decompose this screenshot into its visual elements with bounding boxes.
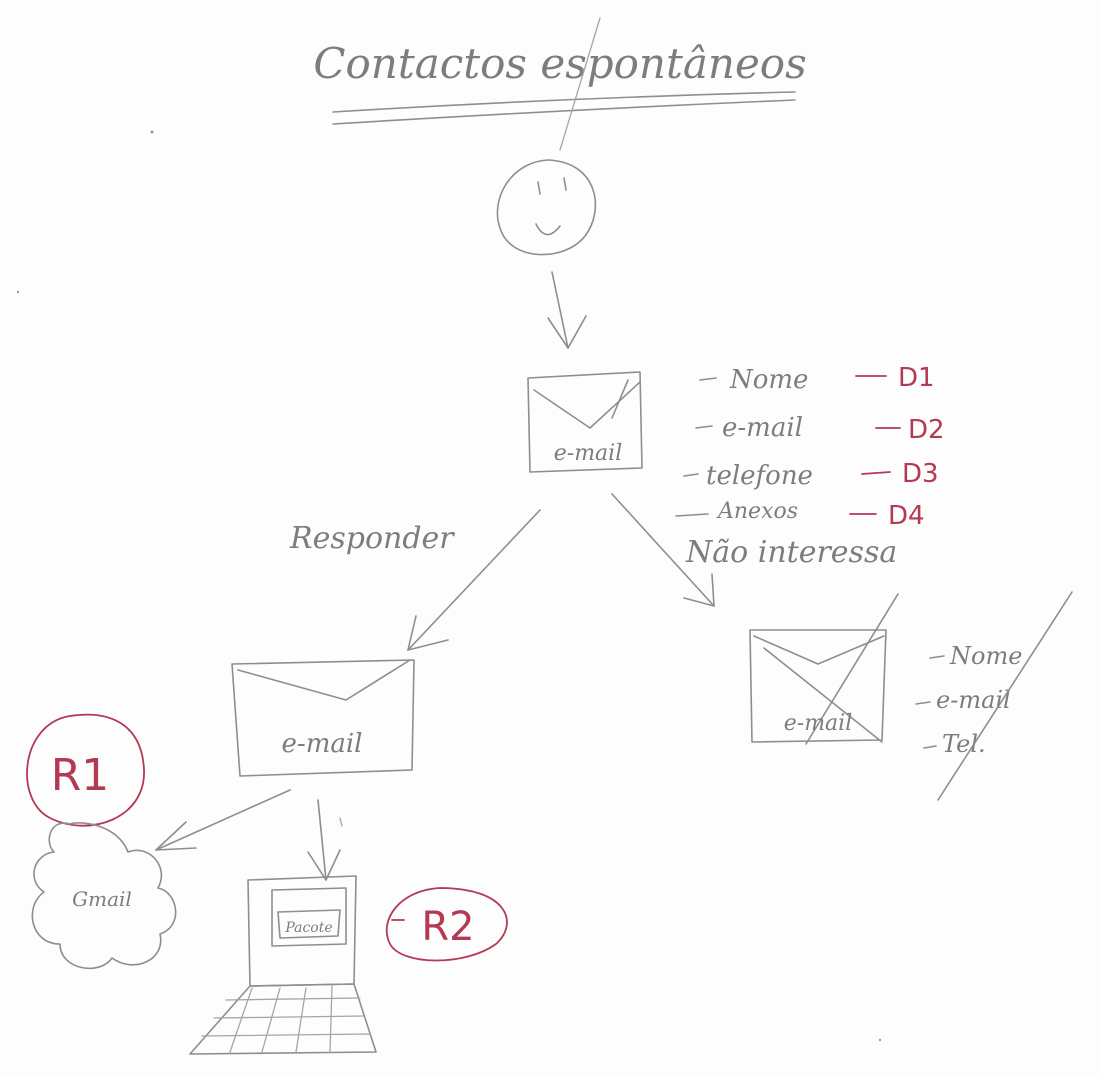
paper-speck (878, 1038, 882, 1042)
incoming-email-label: e-mail (554, 441, 623, 466)
field-item: telefone D3 (683, 459, 939, 491)
gmail-cloud-icon: Gmail (31, 822, 177, 970)
arrow-to-discarded-email (611, 493, 715, 607)
reply-email-label: e-mail (282, 729, 363, 759)
field-item: e-mail D2 (695, 413, 945, 445)
incoming-email-envelope: e-mail (527, 371, 643, 473)
field-label: Anexos (716, 499, 798, 524)
paper-speck (16, 290, 20, 294)
crossed-field-label: Nome (949, 642, 1022, 670)
title-stray-line (559, 17, 601, 151)
discarded-email-envelope: e-mail (749, 593, 899, 745)
r2-code: R2 (421, 904, 474, 950)
field-code: D2 (908, 415, 945, 445)
arrow-to-laptop (307, 799, 343, 881)
field-label: e-mail (722, 413, 803, 443)
field-label: telefone (706, 461, 813, 491)
r1-marker: R1 (26, 713, 145, 827)
branch-left-label: Responder (289, 521, 455, 556)
branch-right-label: Não interessa (685, 535, 897, 570)
laptop-screen-label: Pacote (284, 920, 332, 936)
field-code: D1 (898, 363, 935, 393)
paper-speck (150, 130, 154, 134)
crossed-field-label: e-mail (936, 686, 1011, 714)
title-underline-1 (332, 91, 796, 113)
diagram-title: Contactos espontâneos (313, 39, 806, 88)
title-underline-2 (332, 99, 796, 125)
field-code: D4 (888, 501, 925, 531)
incoming-field-list: Nome D1 e-mail D2 telefone D3 Anexos D4 (675, 363, 945, 531)
field-item: Anexos D4 (675, 499, 925, 531)
arrow-to-gmail (155, 789, 291, 851)
arrow-to-reply-email (407, 509, 541, 651)
discarded-field-list: Nome e-mail Tel. (915, 591, 1073, 801)
arrow-person-to-email (547, 271, 587, 349)
crossed-field-label: Tel. (942, 730, 986, 758)
gmail-label: Gmail (72, 887, 132, 911)
reply-email-envelope: e-mail (231, 659, 415, 777)
field-item: Nome D1 (699, 363, 935, 395)
field-code: D3 (902, 459, 939, 489)
r1-code: R1 (51, 750, 110, 801)
laptop-icon: Pacote (189, 875, 377, 1055)
person-icon (496, 159, 597, 256)
discarded-email-label: e-mail (784, 711, 853, 736)
r2-marker: R2 (385, 887, 508, 962)
field-label: Nome (729, 365, 808, 395)
